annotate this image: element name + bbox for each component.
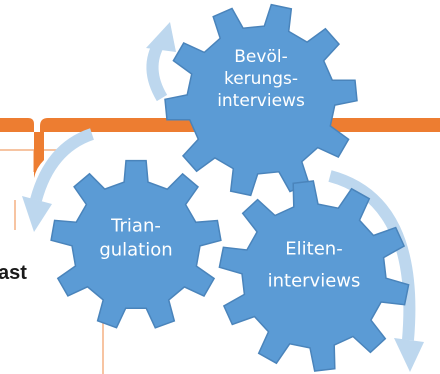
gear-label-line: Eliten- [285, 238, 342, 259]
gear-shape [50, 159, 222, 329]
gear-label-line: interviews [217, 91, 305, 111]
gear-label-line: Trian- [110, 215, 161, 236]
arrow-left [22, 128, 95, 232]
gear-label-line: interviews [268, 270, 361, 291]
gear-eliteninterviews: Eliten-interviews [218, 180, 410, 372]
arrow-upper-left [146, 22, 176, 102]
gear-shape [164, 3, 358, 197]
gear-label-line: gulation [99, 239, 172, 260]
gear-triangulation: Trian-gulation [50, 159, 222, 329]
brace-tip [28, 132, 44, 178]
gear-shape [218, 180, 410, 372]
gear-label-line: kerungs- [224, 69, 298, 89]
gear-label-line: Bevöl- [234, 47, 287, 67]
truncated-side-text: ast [0, 262, 27, 284]
gear-bevoelkerungsinterviews: Bevöl-kerungs-interviews [164, 3, 358, 197]
